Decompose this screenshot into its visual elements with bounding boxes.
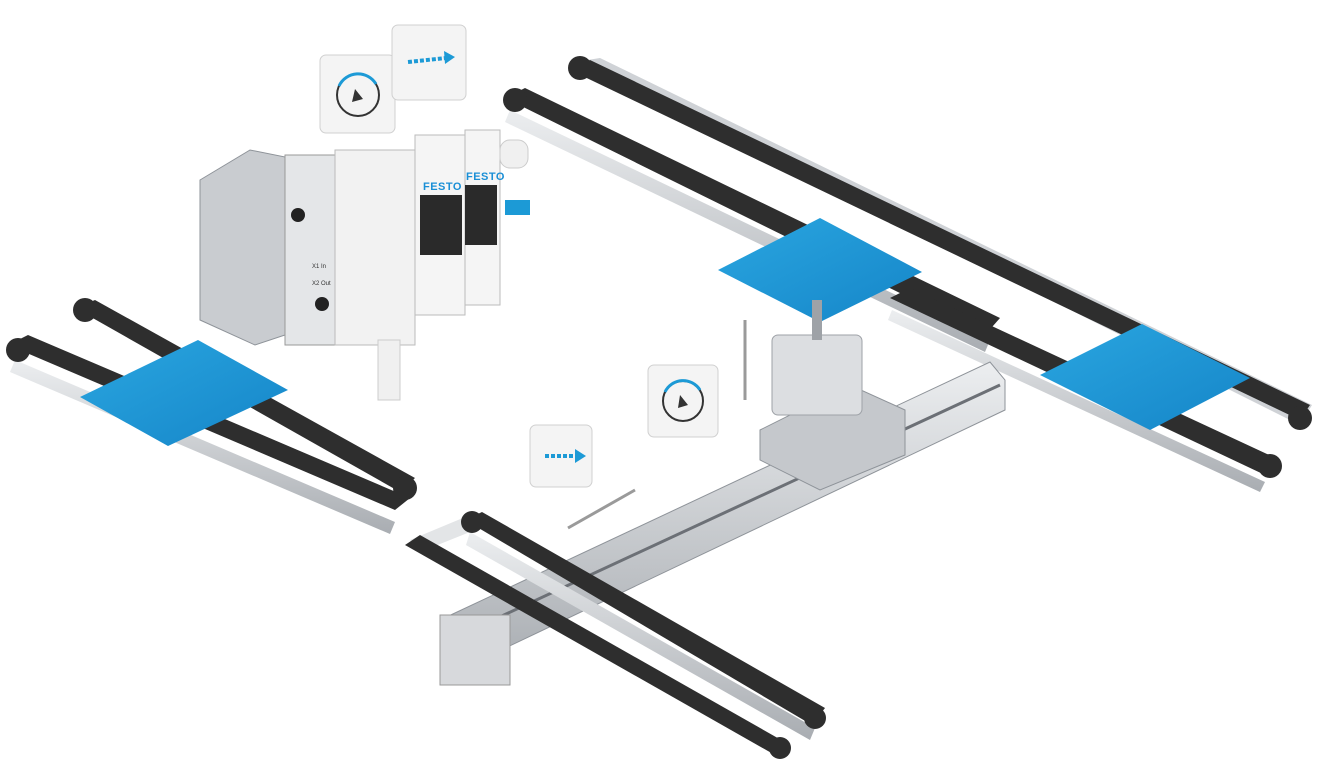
- linear-arrow-icon: [545, 449, 586, 463]
- axis-profile: [439, 361, 1006, 673]
- conveyor-roller: [769, 737, 791, 759]
- exhaust: [377, 339, 401, 401]
- linear-motion-tile: [529, 424, 593, 488]
- conveyor-top-right: [503, 56, 1312, 492]
- conveyor-roller: [568, 56, 592, 80]
- lift-cylinder: [771, 334, 863, 416]
- workpiece-blue-sheet: [1040, 324, 1250, 430]
- workpiece-blue-sheet: [80, 340, 288, 446]
- conveyor-roller: [804, 707, 826, 729]
- fitting: [499, 139, 529, 169]
- conveyor-belt: [570, 60, 1310, 420]
- conveyor-roller: [73, 298, 97, 322]
- conveyor-roller: [1258, 454, 1282, 478]
- conveyor-frame: [888, 310, 1265, 492]
- port-label: X2 Out: [312, 281, 331, 287]
- conveyor-frame: [466, 532, 815, 740]
- workpiece-blue-sheet: [718, 218, 922, 322]
- conveyor-roller: [393, 476, 417, 500]
- conveyor-roller: [461, 511, 483, 533]
- linear-axis: [439, 300, 1006, 686]
- connector: [315, 297, 329, 311]
- module: [334, 149, 416, 346]
- valve-terminal: FESTO FESTO X1 In X2 Out: [199, 129, 530, 401]
- rotary-motion-tile-top: [319, 54, 396, 134]
- brand-label: FESTO: [466, 171, 505, 183]
- conveyor-roller: [6, 338, 30, 362]
- port-label: X1 In: [312, 264, 326, 270]
- rotation-dial-icon: [336, 72, 380, 117]
- axis-rail: [449, 383, 1001, 642]
- conveyor-left: [6, 298, 417, 534]
- conveyor-roller: [1288, 406, 1312, 430]
- tube-fitting: [505, 200, 530, 215]
- cylinder-rod: [812, 300, 822, 340]
- tile: [391, 24, 467, 101]
- linear-arrow-icon: [407, 51, 455, 64]
- axis-end-cap: [439, 614, 511, 686]
- solenoid: [420, 195, 462, 255]
- brand-label: FESTO: [423, 181, 462, 193]
- solenoid: [465, 185, 497, 245]
- bus-node: [284, 154, 336, 346]
- connector: [291, 208, 305, 222]
- rotary-motion-tile: [647, 364, 719, 438]
- conveyor-roller: [503, 88, 527, 112]
- conveyor-belt: [465, 512, 825, 725]
- conveyor-belt: [405, 535, 790, 755]
- linear-motion-tile-top: [391, 24, 467, 101]
- double-arrow-icon: [567, 320, 747, 530]
- rotation-dial-icon: [662, 379, 704, 422]
- conveyor-bottom: [405, 511, 826, 759]
